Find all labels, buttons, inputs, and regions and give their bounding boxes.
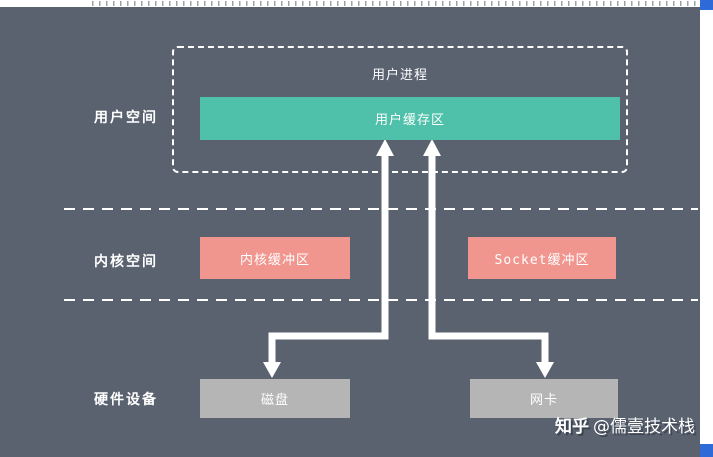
bottom-right-blue-accent [700,444,713,457]
socket-buffer-label: Socket缓冲区 [494,252,590,268]
zhihu-brand-text: 知乎 [555,417,589,437]
top-right-blue-accent [700,0,713,10]
hardware-layer-label: 硬件设备 [94,392,158,408]
disk-box: 磁盘 [200,379,350,418]
watermark-handle: @儒壹技术栈 [593,417,695,437]
separator-user-kernel [64,208,698,210]
nic-box: 网卡 [470,379,618,418]
tick-marks [92,1,698,6]
nic-label: 网卡 [529,393,558,408]
user-process-label: 用户进程 [371,68,428,83]
kernel-buffer-label: 内核缓冲区 [239,252,310,268]
disk-label: 磁盘 [260,393,289,408]
right-page-margin [700,0,713,457]
zhihu-watermark: 知乎@儒壹技术栈 [555,412,695,437]
kernel-buffer-box: 内核缓冲区 [200,237,350,279]
user-space-layer-label: 用户空间 [94,110,158,126]
user-buffer-label: 用户缓存区 [374,113,445,128]
kernel-space-layer-label: 内核空间 [94,254,158,270]
socket-buffer-box: Socket缓冲区 [468,237,616,279]
separator-kernel-hardware [64,299,698,301]
user-buffer-box: 用户缓存区 [200,97,620,140]
top-ruler-strip [0,0,713,7]
user-process-frame [172,46,628,173]
